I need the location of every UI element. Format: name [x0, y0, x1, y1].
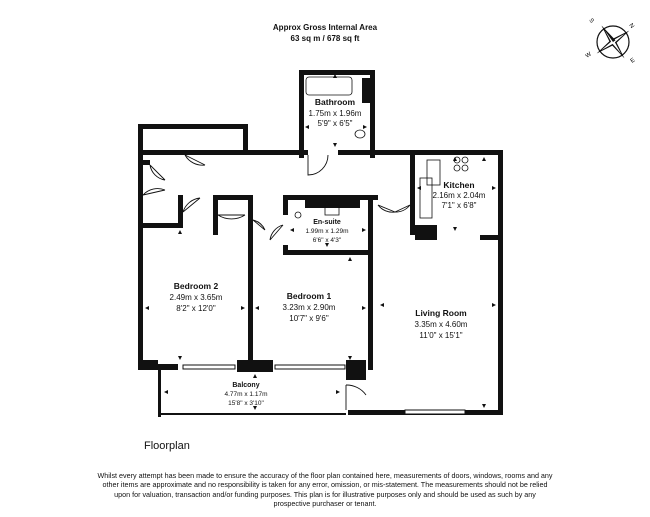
kitchen-name: Kitchen	[443, 180, 474, 190]
compass-w: W	[585, 51, 593, 59]
living-imperial: 11'0" x 15'1"	[419, 331, 462, 340]
living-name: Living Room	[415, 308, 467, 318]
bathroom-imperial: 5'9" x 6'5"	[318, 119, 353, 128]
bedroom1-name: Bedroom 1	[287, 291, 332, 301]
area-title: Approx Gross Internal Area	[272, 23, 378, 32]
kitchen-imperial: 7'1" x 6'8"	[442, 201, 477, 210]
living-metric: 3.35m x 4.60m	[415, 320, 468, 329]
bedroom2-metric: 2.49m x 3.65m	[170, 293, 223, 302]
balcony-imperial: 15'8" x 3'10"	[228, 400, 264, 407]
floorplan-title: Floorplan	[144, 440, 190, 452]
bedroom1-imperial: 10'7" x 9'6"	[289, 314, 329, 323]
windows	[182, 364, 466, 415]
compass-e: E	[630, 57, 637, 64]
bedroom2-imperial: 8'2" x 12'0"	[176, 304, 216, 313]
walls	[138, 70, 503, 417]
ensuite-name: En-suite	[313, 219, 341, 226]
balcony-metric: 4.77m x 1.17m	[225, 391, 268, 398]
area-header: Approx Gross Internal Area 63 sq m / 678…	[0, 22, 650, 44]
area-value: 63 sq m / 678 sq ft	[290, 34, 360, 43]
bedroom2-name: Bedroom 2	[174, 281, 219, 291]
disclaimer-text: Whilst every attempt has been made to en…	[97, 471, 553, 509]
bathroom-metric: 1.75m x 1.96m	[309, 109, 362, 118]
kitchen-metric: 2.16m x 2.04m	[433, 191, 486, 200]
room-labels: Bathroom 1.75m x 1.96m 5'9" x 6'5" Kitch…	[170, 97, 486, 407]
dimension-arrows	[145, 74, 496, 410]
compass-rose-icon: N E S W	[585, 18, 637, 65]
door-swings	[142, 154, 411, 410]
compass-s: S	[587, 18, 594, 25]
balcony-name: Balcony	[232, 382, 259, 389]
fixtures	[294, 76, 469, 219]
bathroom-name: Bathroom	[315, 97, 356, 107]
ensuite-metric: 1.99m x 1.29m	[306, 228, 349, 235]
ensuite-imperial: 6'6" x 4'3"	[313, 237, 342, 244]
compass-n: N	[627, 23, 634, 30]
bedroom1-metric: 3.23m x 2.90m	[283, 303, 336, 312]
